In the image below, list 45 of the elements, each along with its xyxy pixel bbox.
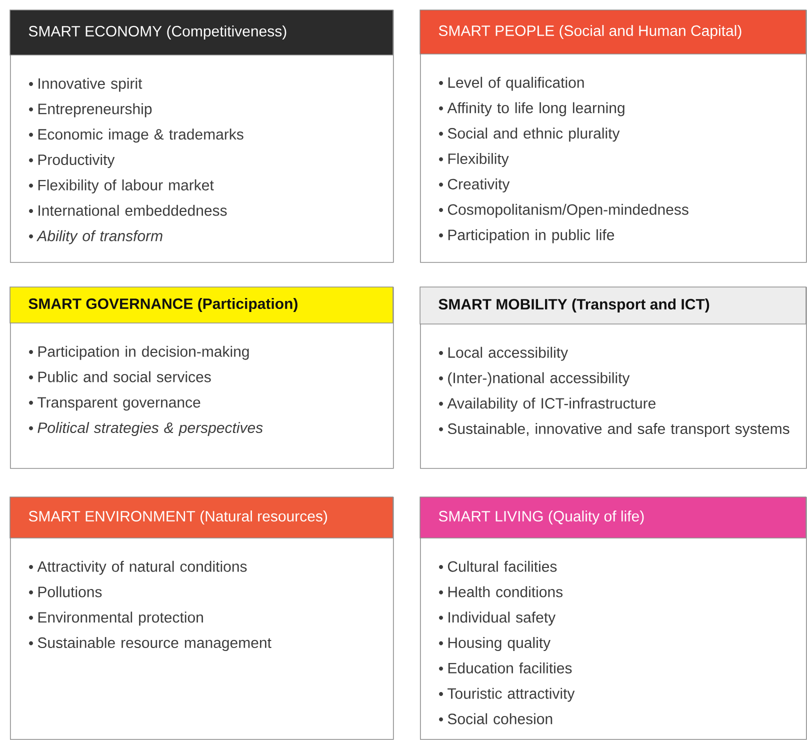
list-item: Public and social services [38, 371, 211, 382]
list-item: Sustainable resource management [38, 637, 272, 652]
list-item: Creativity [448, 178, 510, 192]
panel-header: SMART ECONOMY (Competitiveness) [10, 10, 394, 56]
panel-header: SMART ENVIRONMENT (Natural resources) [10, 496, 394, 538]
panel [420, 496, 807, 740]
list-item: Level of qualification [448, 76, 584, 91]
list-item: Economic image & trademarks [38, 128, 244, 143]
list-item: Political strategies & perspectives [38, 422, 263, 436]
list-item: Social and ethnic plurality [448, 128, 620, 142]
list-item: Pollutions [38, 586, 102, 598]
list-item: Health conditions [448, 586, 563, 598]
panel-header: SMART PEOPLE (Social and Human Capital) [420, 10, 806, 54]
panel [10, 10, 394, 263]
panel [420, 10, 807, 263]
list-item: Flexibility of labour market [38, 179, 214, 194]
list-item: Flexibility [448, 153, 509, 167]
list-item: Participation in decision-making [38, 346, 249, 360]
list-item: Local accessibility [448, 346, 568, 361]
panel [10, 286, 394, 469]
panel-header: SMART MOBILITY (Transport and ICT) [420, 286, 806, 324]
list-item: Cultural facilities [448, 560, 557, 572]
panel [420, 286, 807, 469]
list-item: Social cohesion [448, 713, 552, 724]
list-item: Transparent governance [38, 397, 200, 411]
list-item: Productivity [38, 154, 115, 168]
panel-header: SMART LIVING (Quality of life) [420, 496, 806, 538]
list-item: Housing quality [448, 637, 551, 652]
list-item: Environmental protection [38, 612, 203, 626]
list-item: Cosmopolitanism/Open-mindedness [448, 204, 688, 218]
list-item: Attractivity of natural conditions [37, 560, 247, 575]
panel [10, 496, 394, 740]
list-item: Ability of transform [36, 230, 162, 244]
list-item: Education facilities [448, 662, 572, 674]
list-item: Availability of ICT-infrastructure [447, 398, 656, 412]
list-item: Touristic attractivity [448, 688, 575, 702]
list-item: Individual safety [448, 612, 556, 626]
list-item: Entrepreneurship [38, 103, 152, 118]
list-item: (Inter-)national accessibility [448, 372, 630, 386]
list-item: Participation in public life [448, 229, 614, 244]
list-item: Sustainable, innovative and safe transport systems [448, 423, 790, 438]
list-item: Affinity to life long learning [447, 102, 624, 116]
list-item: Innovative spirit [38, 78, 142, 92]
panel-header: SMART GOVERNANCE (Participation) [10, 286, 394, 324]
list-item: International embeddedness [38, 204, 227, 216]
